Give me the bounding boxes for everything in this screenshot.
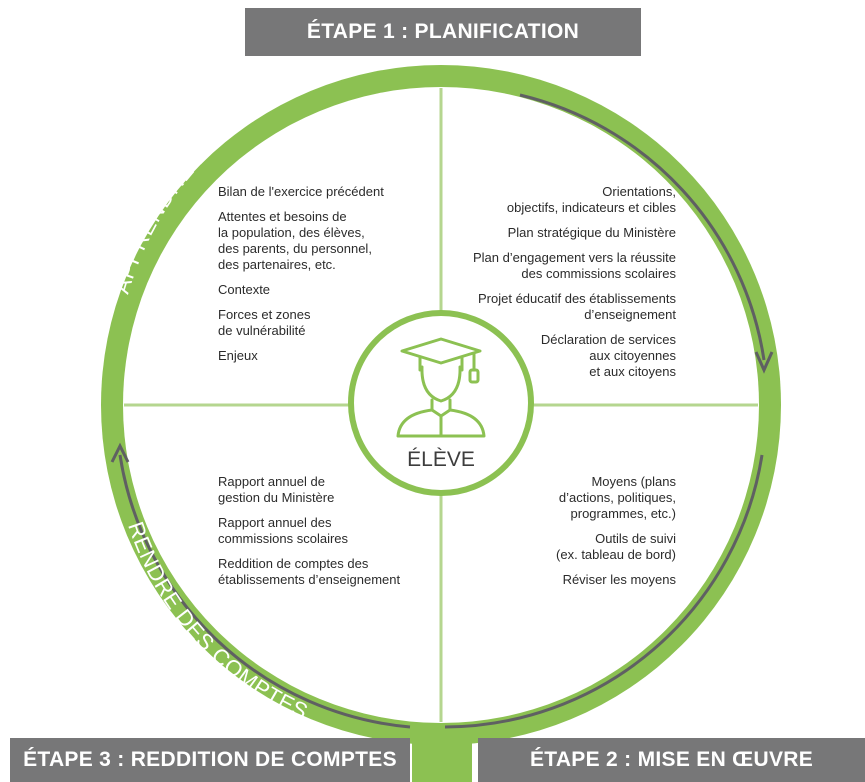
cycle-arrow-bottom [444,454,764,729]
quadrant-item: Rapport annuel de gestion du Ministère [218,474,335,505]
quadrant-item: Déclaration de services aux citoyennes e… [540,332,676,379]
bottom-stem [412,735,472,782]
student-graduate-icon [396,337,486,438]
center-circle [348,310,534,496]
quadrant-item: Rapport annuel des commissions scolaires [218,515,349,546]
stage-2-banner: ÉTAPE 2 : MISE EN ŒUVRE [478,738,865,782]
quadrant-top-left: Bilan de l'exercice précédent Attentes e… [218,184,438,373]
cycle-arrow-left-head [110,442,130,463]
stage-1-banner: ÉTAPE 1 : PLANIFICATION [245,8,641,56]
quadrant-item: Forces et zones de vulnérabilité [218,307,311,338]
quadrant-item: Plan d’engagement vers la réussite des c… [472,250,676,281]
quadrant-item: Reddition de comptes des établissements … [218,556,401,587]
quadrant-item: Enjeux [218,348,258,363]
quadrant-item: Bilan de l'exercice précédent [218,184,384,199]
quadrant-item: Attentes et besoins de la population, de… [218,209,372,272]
quadrant-item: Orientations, objectifs, indicateurs et … [506,184,676,215]
quadrant-item: Contexte [218,282,271,297]
quadrant-bottom-left: Rapport annuel de gestion du Ministère R… [218,474,438,597]
cycle-arrow-right [519,93,766,361]
cycle-arrow-right-head [754,351,774,374]
quadrant-item: Outils de suivi (ex. tableau de bord) [556,531,676,562]
center-label: ÉLÈVE [407,448,475,471]
quadrant-bottom-right: Moyens (plans d’actions, politiques, pro… [470,474,676,597]
quadrant-top-right: Orientations, objectifs, indicateurs et … [442,184,676,389]
quadrant-item: Moyens (plans d’actions, politiques, pro… [558,474,676,521]
quadrant-item: Plan stratégique du Ministère [507,225,676,240]
stage-3-banner: ÉTAPE 3 : REDDITION DE COMPTES [10,738,410,782]
cycle-arrow-left [118,454,411,729]
quadrant-item: Réviser les moyens [562,572,676,587]
quadrant-item: Projet éducatif des établissements d’ens… [478,291,676,322]
